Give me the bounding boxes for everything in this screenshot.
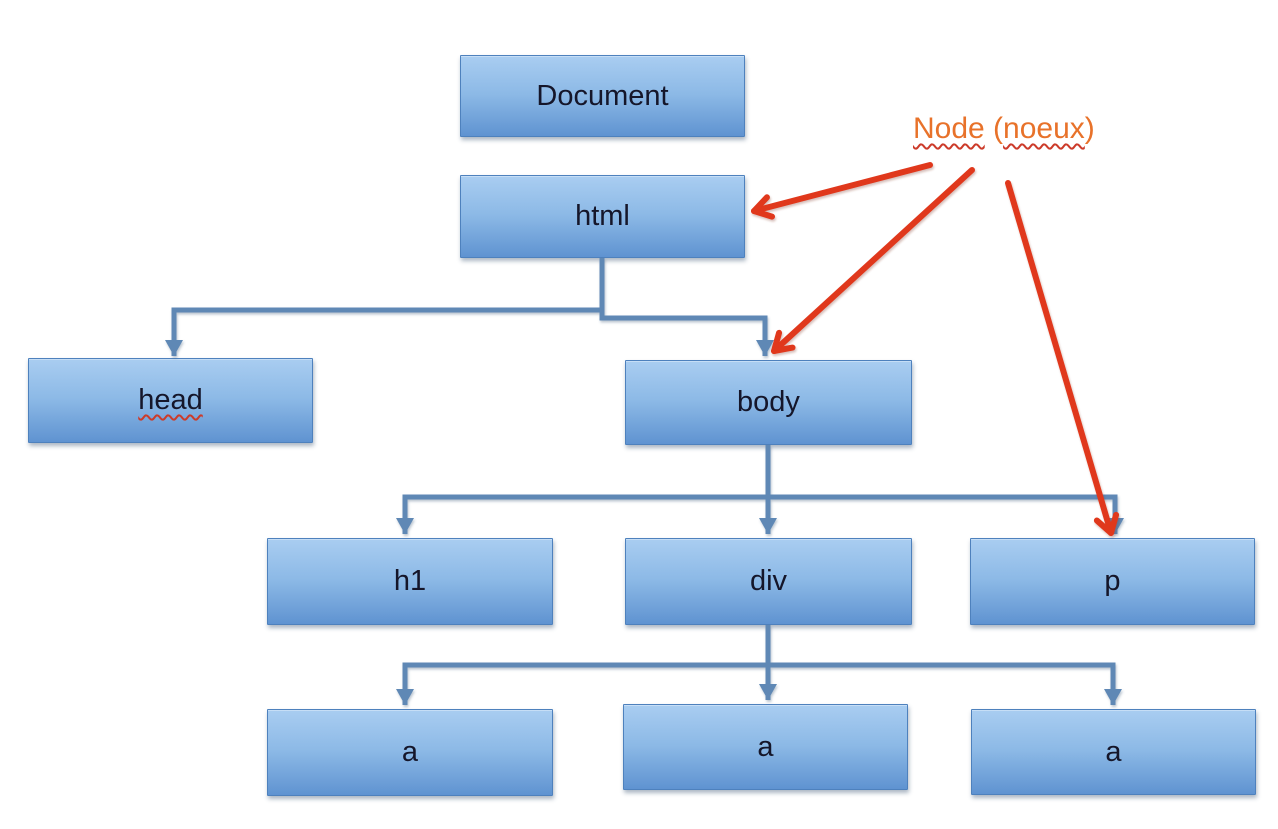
node-box-document: Document xyxy=(460,55,745,137)
node-box-head: head xyxy=(28,358,313,443)
node-box-html: html xyxy=(460,175,745,258)
annotation-word-noeux: noeux xyxy=(1003,112,1085,145)
connector-body-to-p xyxy=(768,494,1124,534)
annotation-close-paren: ) xyxy=(1084,112,1095,145)
node-label-a-3: a xyxy=(1105,735,1122,768)
node-box-h1: h1 xyxy=(267,538,553,625)
node-label-p: p xyxy=(1104,565,1121,597)
node-label-div: div xyxy=(749,565,788,597)
node-label-html: html xyxy=(575,200,630,232)
node-label-h1: h1 xyxy=(393,565,427,597)
connector-body-to-h1 xyxy=(396,494,768,534)
node-label-a-1: a xyxy=(401,736,419,768)
connector-html-to-body xyxy=(599,258,774,356)
node-box-a-3: a xyxy=(971,709,1256,795)
red-arrow-to-html xyxy=(751,162,933,220)
annotation-node-label: Node (noeux) xyxy=(913,112,1095,146)
connector-div-to-a1 xyxy=(396,662,768,705)
annotation-open-paren: ( xyxy=(984,112,1004,145)
annotation-word-node: Node xyxy=(913,112,985,145)
node-box-p: p xyxy=(970,538,1255,625)
node-box-body: body xyxy=(625,360,912,445)
node-box-div: div xyxy=(625,538,912,625)
node-label-head: head xyxy=(138,384,203,416)
red-arrow-to-p xyxy=(1005,180,1120,536)
red-arrow-to-body xyxy=(771,167,975,354)
node-label-a-2: a xyxy=(757,730,774,763)
node-box-a-1: a xyxy=(267,709,553,796)
connector-div-to-a3 xyxy=(768,662,1122,705)
node-box-a-2: a xyxy=(623,704,908,790)
connector-html-to-head xyxy=(165,258,605,356)
node-label-body: body xyxy=(737,386,800,418)
node-label-document: Document xyxy=(536,79,669,112)
